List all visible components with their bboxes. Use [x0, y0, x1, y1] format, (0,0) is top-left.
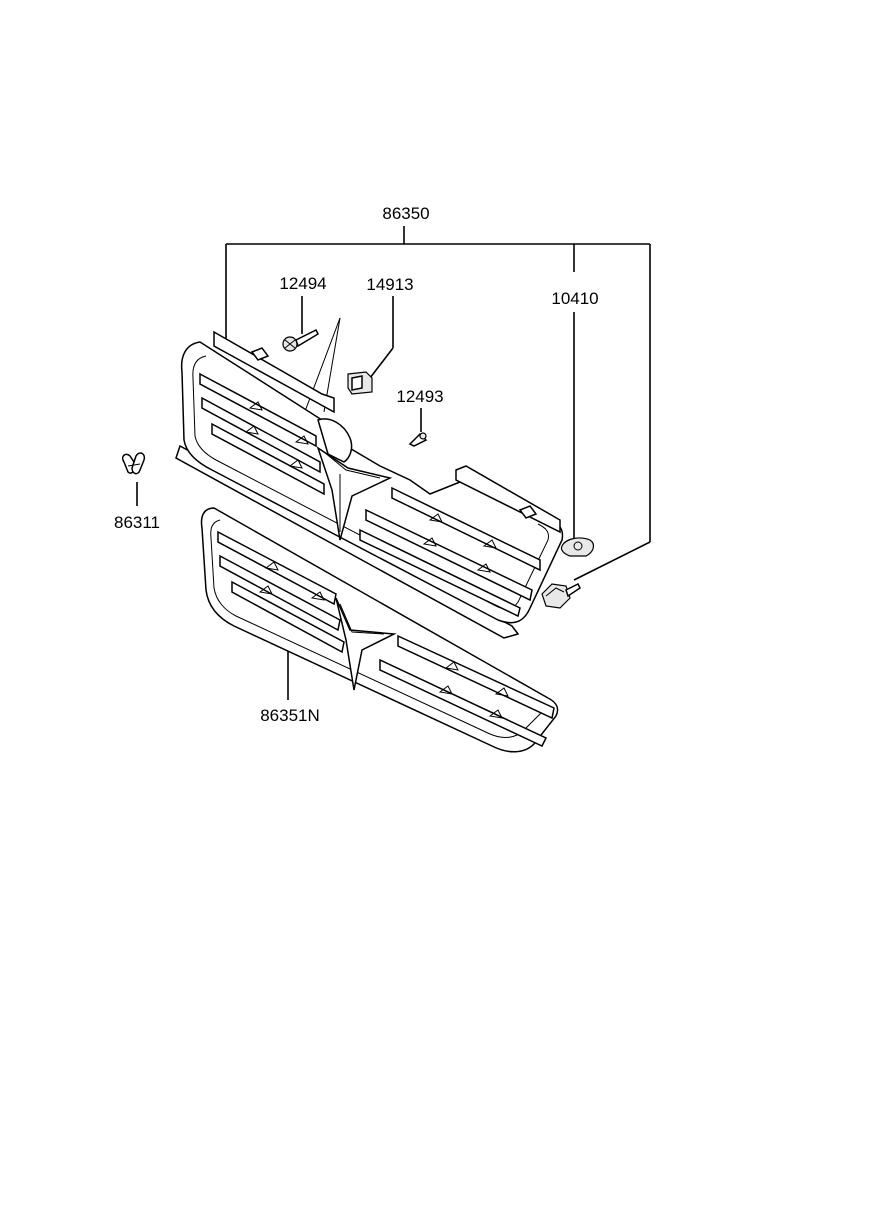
- clip-nut-10410-icon: [560, 537, 595, 557]
- label-86311: 86311: [114, 513, 160, 532]
- screw-12493-icon: [408, 432, 428, 447]
- label-10410: 10410: [551, 289, 598, 308]
- clip-14913-icon: [347, 371, 373, 395]
- part-labels: 86350 12494 14913 12493 10410 86311 8635…: [114, 204, 599, 725]
- bolt-icon: [541, 582, 581, 609]
- upper-grille-assembly: [175, 330, 564, 639]
- label-12494: 12494: [279, 274, 326, 293]
- label-12493: 12493: [396, 387, 443, 406]
- label-14913: 14913: [366, 275, 413, 294]
- label-86351n: 86351N: [260, 706, 320, 725]
- lower-grille: [200, 507, 559, 753]
- label-86350: 86350: [382, 204, 429, 223]
- screw-12494-icon: [282, 328, 319, 352]
- clip-86311-icon: [121, 452, 146, 475]
